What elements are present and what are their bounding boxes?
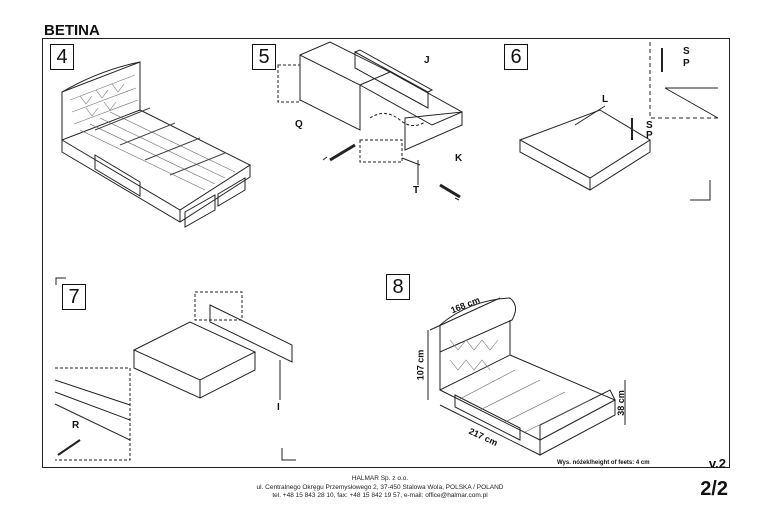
page-number: 2/2 [700, 478, 728, 500]
product-title: BETINA [44, 22, 100, 39]
part-label-j: J [424, 55, 430, 66]
dimension-foot-height: 38 cm [615, 390, 626, 416]
part-label-p-inset: P [683, 58, 690, 69]
step-number-8: 8 [386, 274, 410, 300]
part-label-s: S [646, 120, 653, 131]
version-label: v.2 [708, 456, 726, 471]
step-number-5: 5 [252, 44, 276, 70]
footer: HALMAR Sp. z o.o. ul. Centralnego Okręgu… [0, 475, 760, 501]
step5-drawer-illustration [277, 41, 464, 201]
step6-drawer-illustration [518, 42, 719, 201]
feet-height-note: Wys. nóżek/height of feets: 4 cm [557, 460, 650, 466]
footer-address: ul. Centralnego Okręgu Przemysłowego 2, … [256, 483, 504, 491]
step8-bed-illustration [427, 297, 626, 456]
dimension-height: 107 cm [415, 349, 426, 381]
part-label-p: P [646, 130, 653, 141]
footer-contact: tel. +48 15 843 28 10, fax: +48 15 842 1… [272, 492, 488, 499]
step4-bed-illustration [61, 61, 252, 228]
part-label-t: T [413, 185, 420, 196]
step-number-7: 7 [62, 284, 86, 310]
part-label-s-inset: S [683, 46, 690, 57]
part-label-q: Q [295, 119, 303, 130]
step-number-6: 6 [504, 44, 528, 70]
instruction-frame [42, 38, 730, 468]
step-number-4: 4 [50, 44, 74, 70]
step7-drawer-illustration [54, 277, 296, 461]
part-label-r: R [72, 420, 80, 431]
part-label-l: L [602, 94, 609, 105]
part-label-i: I [277, 402, 280, 413]
part-label-k: K [455, 153, 463, 164]
footer-company: HALMAR Sp. z o.o. [351, 475, 409, 482]
